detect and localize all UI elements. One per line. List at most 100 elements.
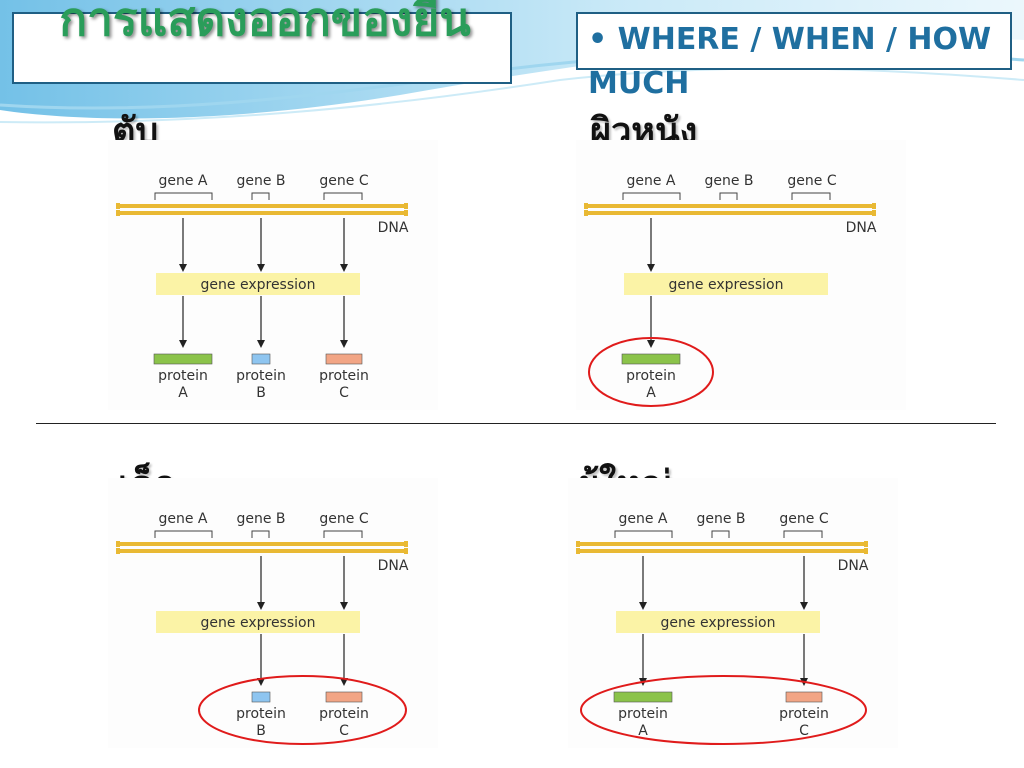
protein-label: protein	[626, 368, 676, 384]
dna-end	[404, 541, 408, 547]
protein-letter: B	[256, 385, 266, 401]
gene-label: gene B	[236, 511, 285, 527]
arrow-head	[257, 340, 265, 348]
protein-label: protein	[158, 368, 208, 384]
dna-end	[116, 541, 120, 547]
dna-end	[584, 203, 588, 209]
arrow-head	[340, 340, 348, 348]
dna-label: DNA	[378, 220, 409, 236]
dna-end	[864, 541, 868, 547]
protein-letter: C	[339, 385, 349, 401]
dna-end	[116, 203, 120, 209]
gene-bracket	[791, 192, 831, 200]
dna-end	[584, 210, 588, 216]
dna-label: DNA	[378, 558, 409, 574]
gene-label: gene B	[236, 173, 285, 189]
slide-title: การแสดงออกของยีน	[59, 0, 471, 46]
divider-line	[36, 423, 996, 424]
gene-bracket	[719, 192, 738, 200]
protein-bar	[325, 691, 363, 703]
arrow-head	[800, 602, 808, 610]
arrow-head	[257, 602, 265, 610]
gene-expression-box	[616, 611, 820, 633]
gene-expression-label: gene expression	[669, 277, 784, 293]
protein-letter: C	[799, 723, 809, 739]
protein-letter: B	[256, 723, 266, 739]
gene-bracket	[154, 530, 213, 538]
dna-end	[404, 203, 408, 209]
highlight-ellipse	[588, 337, 714, 407]
dna-end	[116, 548, 120, 554]
gene-label: gene C	[319, 511, 368, 527]
diagram-panel: gene A gene B gene C DNA gene expression prot…	[568, 478, 898, 748]
gene-expression-box	[156, 611, 360, 633]
diagram-panel: gene A gene B gene C DNA gene expression prot…	[108, 140, 438, 410]
gene-label: gene C	[319, 173, 368, 189]
protein-letter: A	[638, 723, 648, 739]
gene-bracket	[251, 192, 270, 200]
arrow-head	[179, 264, 187, 272]
gene-bracket	[251, 530, 270, 538]
protein-label: protein	[236, 706, 286, 722]
highlight-ellipse	[580, 675, 867, 745]
arrow-head	[179, 340, 187, 348]
diagram-panel: gene A gene B gene C DNA gene expression prot…	[576, 140, 906, 410]
dna-label: DNA	[838, 558, 869, 574]
gene-label: gene C	[779, 511, 828, 527]
arrow-head	[257, 264, 265, 272]
title-box	[12, 12, 512, 84]
dna-label: DNA	[846, 220, 877, 236]
protein-letter: A	[178, 385, 188, 401]
dna-end	[576, 548, 580, 554]
protein-letter: C	[339, 723, 349, 739]
gene-bracket	[154, 192, 213, 200]
gene-bracket	[783, 530, 823, 538]
gene-label: gene A	[618, 511, 667, 527]
protein-label: protein	[779, 706, 829, 722]
protein-letter: A	[646, 385, 656, 401]
gene-expression-label: gene expression	[201, 277, 316, 293]
highlight-ellipse	[198, 675, 407, 745]
bullet-box	[576, 12, 1012, 70]
protein-label: protein	[319, 368, 369, 384]
protein-bar	[785, 691, 823, 703]
protein-bar	[613, 691, 673, 703]
gene-label: gene B	[696, 511, 745, 527]
gene-label: gene C	[787, 173, 836, 189]
protein-label: protein	[236, 368, 286, 384]
dna-end	[864, 548, 868, 554]
arrow-head	[340, 602, 348, 610]
gene-expression-label: gene expression	[201, 615, 316, 631]
protein-label: protein	[319, 706, 369, 722]
dna-end	[116, 210, 120, 216]
protein-bar	[153, 353, 213, 365]
gene-bracket	[323, 192, 363, 200]
dna-end	[576, 541, 580, 547]
gene-expression-label: gene expression	[661, 615, 776, 631]
protein-label: protein	[618, 706, 668, 722]
protein-bar	[251, 353, 271, 365]
protein-bar	[251, 691, 271, 703]
arrow-head	[639, 602, 647, 610]
gene-label: gene A	[626, 173, 675, 189]
gene-label: gene B	[704, 173, 753, 189]
gene-expression-box	[624, 273, 828, 295]
dna-end	[872, 203, 876, 209]
gene-bracket	[622, 192, 681, 200]
arrow-head	[340, 264, 348, 272]
dna-end	[404, 548, 408, 554]
gene-bracket	[614, 530, 673, 538]
dna-end	[404, 210, 408, 216]
bullet-text: • WHERE / WHEN / HOW MUCH	[588, 22, 992, 101]
gene-label: gene A	[158, 173, 207, 189]
gene-expression-box	[156, 273, 360, 295]
arrow-head	[647, 340, 655, 348]
protein-bar	[325, 353, 363, 365]
protein-bar	[621, 353, 681, 365]
gene-bracket	[323, 530, 363, 538]
gene-label: gene A	[158, 511, 207, 527]
diagram-panel: gene A gene B gene C DNA gene expression prot…	[108, 478, 438, 748]
arrow-head	[647, 264, 655, 272]
dna-end	[872, 210, 876, 216]
gene-bracket	[711, 530, 730, 538]
